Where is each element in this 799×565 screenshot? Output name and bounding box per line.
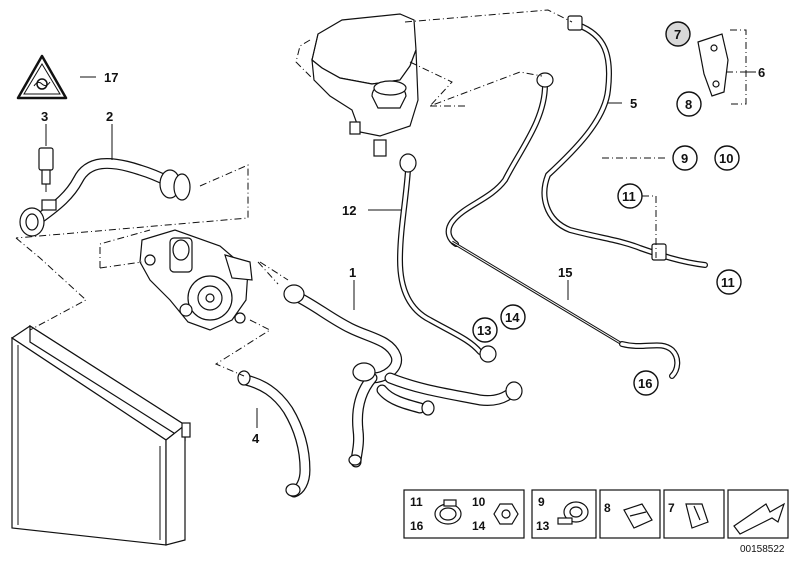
hose-tank-return	[445, 72, 554, 247]
svg-text:11: 11	[410, 495, 423, 509]
svg-text:11: 11	[721, 275, 735, 290]
hose-12	[397, 153, 497, 363]
callout-9	[672, 145, 698, 171]
svg-text:9: 9	[538, 495, 545, 509]
callout-16	[633, 370, 659, 396]
arrow-icon	[733, 502, 786, 535]
label-12: 12	[342, 203, 356, 218]
svg-text:14: 14	[505, 310, 520, 325]
hose-clamp-icon	[434, 499, 462, 525]
svg-text:13: 13	[477, 323, 491, 338]
label-15: 15	[558, 265, 572, 280]
nut-icon	[493, 503, 519, 525]
temperature-sensor	[38, 147, 54, 192]
part-number: 00158522	[740, 544, 785, 555]
callout-11b	[716, 269, 742, 295]
legend-cell-clamp	[403, 489, 525, 539]
hose-5	[541, 15, 708, 268]
svg-text:14: 14	[472, 519, 486, 533]
water-pump	[139, 229, 253, 331]
svg-text:10: 10	[472, 495, 486, 509]
callout-labels: 17 3 2 1 12 4 5 6 15 7 8 9 10 11 11 13 1…	[41, 21, 765, 446]
parts-legend: 11 16 10 14 9 13 8 7	[403, 489, 789, 555]
svg-text:10: 10	[719, 151, 733, 166]
line-15	[451, 240, 681, 379]
svg-text:16: 16	[638, 376, 652, 391]
svg-text:9: 9	[681, 151, 688, 166]
callout-8	[676, 91, 702, 117]
hose-4	[237, 370, 311, 498]
label-2: 2	[106, 109, 113, 124]
callout-14	[500, 304, 526, 330]
svg-text:8: 8	[604, 501, 611, 515]
svg-text:8: 8	[685, 97, 692, 112]
callout-13	[472, 317, 498, 343]
callout-11a	[617, 183, 643, 209]
label-4: 4	[252, 431, 260, 446]
legend-cell-7	[663, 489, 725, 539]
leader-dashes	[15, 9, 747, 377]
radiator	[10, 324, 191, 546]
label-17: 17	[104, 70, 118, 85]
svg-text:7: 7	[668, 501, 675, 515]
hose-1	[283, 284, 523, 468]
expansion-tank	[311, 13, 419, 157]
callout-10	[714, 145, 740, 171]
clip-8-icon	[623, 503, 653, 529]
spring-clip-icon	[557, 501, 589, 525]
warning-triangle-icon	[16, 54, 68, 100]
svg-text:11: 11	[622, 189, 636, 204]
label-5: 5	[630, 96, 637, 111]
bracket	[697, 33, 729, 97]
svg-text:7: 7	[674, 27, 681, 42]
label-3: 3	[41, 109, 48, 124]
leader-lines	[45, 71, 756, 428]
svg-text:16: 16	[410, 519, 424, 533]
callout-7	[665, 21, 691, 47]
hose-2	[19, 157, 191, 237]
label-1: 1	[349, 265, 356, 280]
clip-7-icon	[685, 503, 709, 529]
label-6: 6	[758, 65, 765, 80]
svg-text:13: 13	[536, 519, 550, 533]
